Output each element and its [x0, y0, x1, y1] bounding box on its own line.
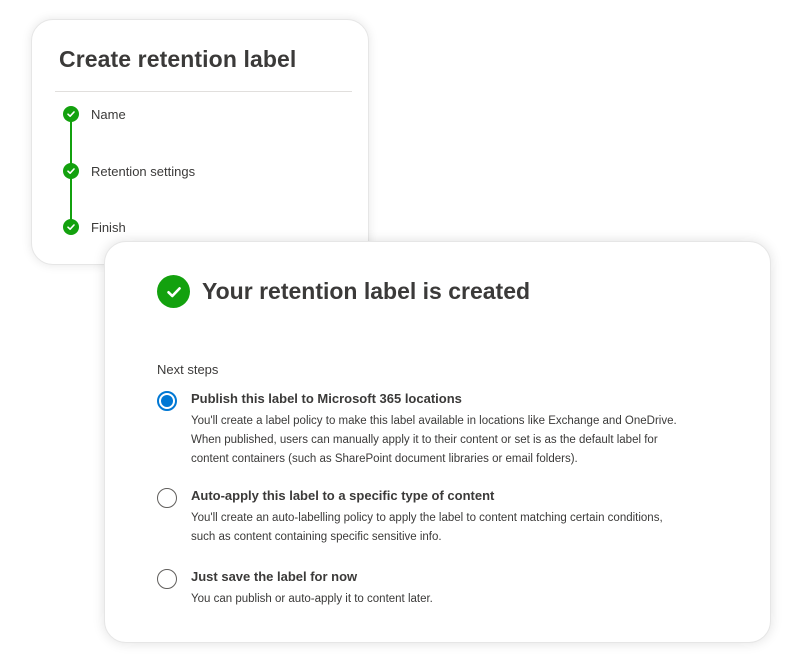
next-steps-label: Next steps	[157, 362, 219, 377]
wizard-progress-card: Create retention label Name Retention se…	[31, 19, 369, 265]
wizard-title: Create retention label	[59, 46, 297, 72]
option-title: Publish this label to Microsoft 365 loca…	[191, 391, 462, 406]
option-description: You'll create a label policy to make thi…	[191, 412, 677, 469]
option-text: Auto-apply this label to a specific type…	[191, 487, 663, 547]
option-text: Just save the label for now You can publ…	[191, 568, 433, 609]
option-description: You can publish or auto-apply it to cont…	[191, 590, 433, 609]
option-description-line: You can publish or auto-apply it to cont…	[191, 593, 433, 605]
wizard-step-label: Retention settings	[91, 163, 196, 179]
checkmark-icon	[63, 163, 79, 179]
option-text: Publish this label to Microsoft 365 loca…	[191, 390, 677, 469]
option-description-line: You'll create an auto-labelling policy t…	[191, 512, 663, 524]
option-description: You'll create an auto-labelling policy t…	[191, 509, 663, 547]
confirmation-card: Your retention label is created Next ste…	[104, 241, 771, 643]
option-title: Just save the label for now	[191, 569, 358, 584]
wizard-step-label: Finish	[91, 219, 126, 235]
option-description-line: such as content containing specific sens…	[191, 531, 442, 543]
confirmation-header: Your retention label is created	[157, 275, 530, 308]
wizard-step-name[interactable]: Name	[63, 106, 126, 122]
wizard-step-label: Name	[91, 106, 126, 122]
checkmark-circle-icon	[157, 275, 190, 308]
checkmark-icon	[63, 106, 79, 122]
option-auto-apply-label[interactable]: Auto-apply this label to a specific type…	[157, 487, 747, 547]
wizard-step-finish[interactable]: Finish	[63, 219, 126, 235]
radio-button-unselected[interactable]	[157, 569, 177, 589]
option-save-label[interactable]: Just save the label for now You can publ…	[157, 568, 747, 609]
radio-button-selected[interactable]	[157, 391, 177, 411]
radio-dot	[161, 395, 173, 407]
option-description-line: When published, users can manually apply…	[191, 434, 658, 446]
wizard-step-retention-settings[interactable]: Retention settings	[63, 163, 195, 179]
step-connector-1	[70, 120, 72, 166]
step-connector-2	[70, 177, 72, 223]
option-description-line: You'll create a label policy to make thi…	[191, 415, 677, 427]
radio-button-unselected[interactable]	[157, 488, 177, 508]
checkmark-icon	[63, 219, 79, 235]
option-publish-label[interactable]: Publish this label to Microsoft 365 loca…	[157, 390, 747, 469]
wizard-divider	[55, 91, 352, 92]
option-description-line: content containers (such as SharePoint d…	[191, 453, 578, 465]
confirmation-title: Your retention label is created	[202, 278, 531, 304]
option-title: Auto-apply this label to a specific type…	[191, 488, 495, 503]
